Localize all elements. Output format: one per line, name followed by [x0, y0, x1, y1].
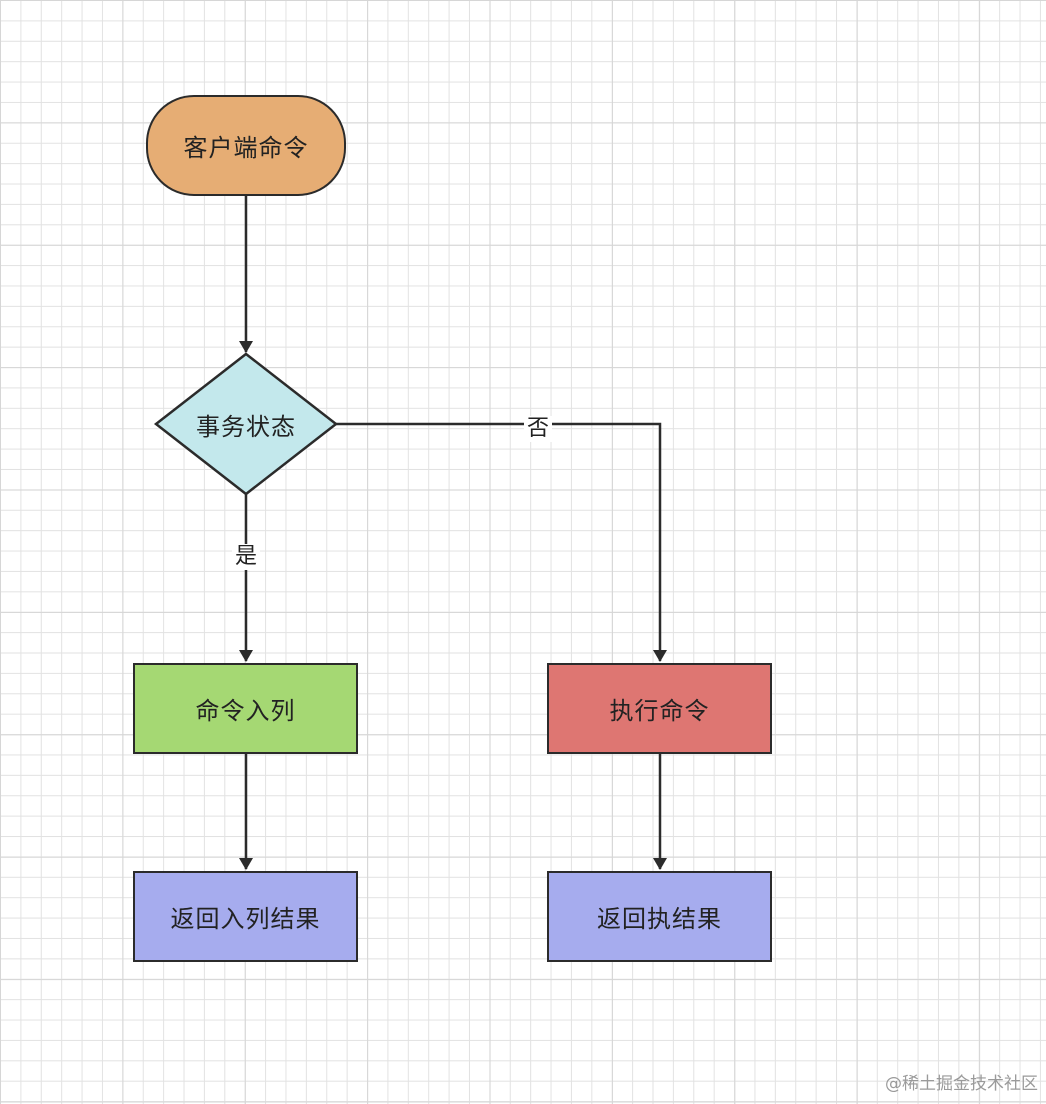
return-enqueue-node-label: 返回入列结果 — [170, 905, 321, 933]
process-node-return-execute[interactable]: 返回执结果 — [547, 871, 772, 962]
execute-node-label: 执行命令 — [609, 697, 710, 725]
start-node-client-command[interactable]: 客户端命令 — [146, 95, 346, 196]
process-node-return-enqueue[interactable]: 返回入列结果 — [133, 871, 358, 962]
start-node-label: 客户端命令 — [183, 134, 309, 162]
process-node-enqueue[interactable]: 命令入列 — [133, 663, 358, 754]
edge-decision-to-execute — [336, 422, 667, 662]
return-execute-node-label: 返回执结果 — [597, 905, 722, 933]
edge-label-yes: 是 — [232, 544, 261, 570]
enqueue-node-label: 命令入列 — [195, 697, 296, 725]
decision-node-label: 事务状态 — [196, 412, 296, 441]
process-node-execute[interactable]: 执行命令 — [547, 663, 772, 754]
edge-label-no: 否 — [524, 416, 553, 442]
watermark: @稀土掘金技术社区 — [885, 1074, 1038, 1094]
